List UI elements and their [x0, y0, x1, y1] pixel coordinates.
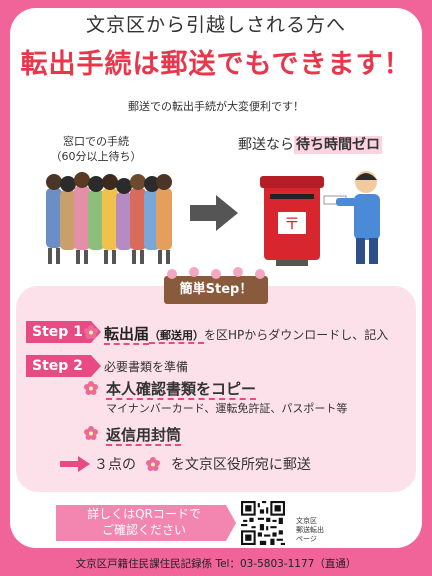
step2-tag: Step 2 — [26, 355, 101, 377]
steps-panel — [16, 286, 416, 492]
arrow-right-icon — [60, 456, 90, 472]
step2-item1-title: 本人確認書類をコピー — [106, 380, 257, 400]
step2-item2-title: 返信用封筒 — [106, 426, 182, 446]
headline-title: 転出手続は郵送でもできます！ — [20, 49, 412, 80]
flower-icon — [146, 457, 161, 471]
qr-callout-text: 詳しくはQRコードで ご確認ください — [87, 507, 201, 537]
window-wait-label: 窓口での手続 （60分以上待ち） — [50, 135, 142, 163]
arrow-right-icon — [190, 195, 238, 231]
header-subtitle: 文京区から引越しされる方へ — [85, 14, 346, 36]
qr-caption: 文京区 郵送転出 ページ — [296, 517, 324, 543]
tagline: 郵送での転出手続が大変便利です！ — [128, 100, 304, 113]
mailbox-person-illustration: 〒 — [260, 171, 380, 266]
queue-people-illustration — [46, 172, 172, 264]
steps-banner-title: 簡単Step！ — [179, 282, 253, 297]
step2-item1-detail: マイナンバーカード、運転免許証、パスポート等 — [106, 402, 348, 415]
flower-icon — [84, 325, 98, 339]
step1-tag: Step 1 — [26, 321, 101, 343]
footer-contact: 文京区戸籍住民課住民記録係 Tel：03-5803-1177（直通） — [75, 558, 357, 570]
step1-text: 転出届（郵送用）を区HPからダウンロードし、記入 — [104, 325, 389, 345]
mail-no-wait-label: 郵送なら待ち時間ゼロ — [238, 136, 382, 154]
qr-code-image[interactable] — [241, 501, 285, 545]
flower-icon — [84, 381, 98, 395]
qr-callout — [56, 505, 236, 541]
step-banner-sign — [164, 267, 268, 304]
svg-text:〒: 〒 — [284, 214, 300, 233]
final-instruction: ３点の を文京区役所宛に郵送 — [94, 457, 311, 473]
step2-intro: 必要書類を準備 — [104, 360, 189, 374]
flower-icon — [84, 426, 98, 440]
